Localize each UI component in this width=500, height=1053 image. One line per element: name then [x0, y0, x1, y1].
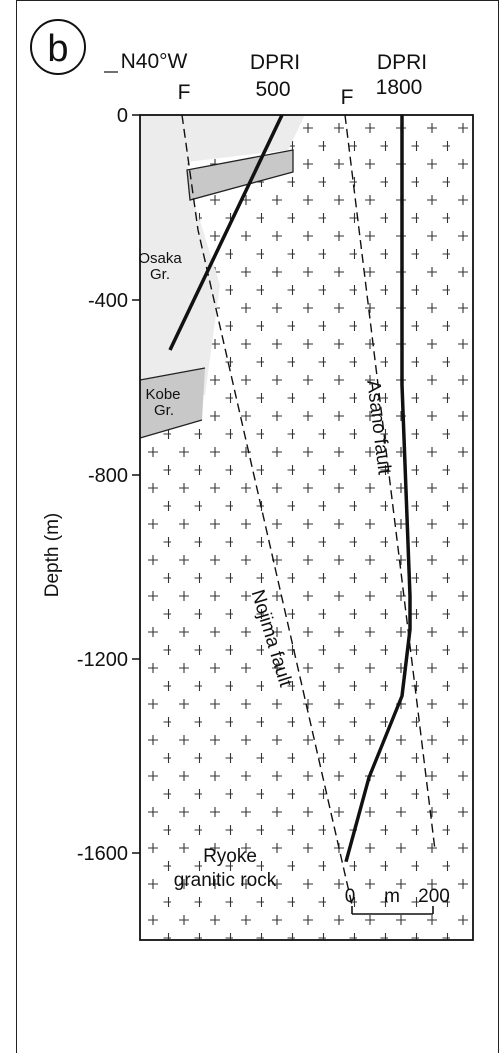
sediment-dark-wedge [186, 149, 294, 201]
scale-bar-end: 200 [418, 886, 450, 907]
y-axis [132, 114, 140, 854]
y-tick-1200: -1200 [77, 649, 128, 671]
borehole-1800-name: DPRI [377, 51, 427, 74]
panel-label-circle [30, 19, 86, 75]
nojima-fault-trace [181, 114, 353, 906]
ryoke-label-2: granitic rock [174, 870, 277, 891]
y-tick-1600: -1600 [77, 843, 128, 865]
sediment-upper [140, 115, 305, 205]
kobe-label-2: Gr. [154, 402, 174, 419]
figure-frame [16, 0, 499, 1053]
osaka-label-2: Gr. [150, 266, 170, 283]
borehole-1800-depth: 1800 [376, 76, 423, 99]
kobe-base-contact [139, 419, 203, 439]
kobe-group-body [140, 368, 205, 438]
asano-fault-trace [344, 114, 436, 851]
y-tick-800: -800 [88, 465, 128, 487]
fault-mark-asano: F [341, 86, 354, 109]
borehole-500-trace [168, 114, 284, 351]
y-axis-label: Depth (m) [42, 513, 63, 597]
section-frame [139, 114, 474, 941]
ryoke-label-1: Ryoke [203, 846, 257, 867]
fault-mark-nojima: F [178, 81, 191, 104]
borehole-500-depth: 500 [255, 78, 290, 101]
kobe-label-1: Kobe [145, 386, 180, 403]
y-tick-400: -400 [88, 290, 128, 312]
scale-bar-start: 0 [345, 886, 356, 907]
osaka-label-1: Osaka [138, 250, 182, 267]
borehole-500-name: DPRI [250, 51, 300, 74]
borehole-1800-trace [344, 115, 412, 863]
scale-bar-unit: m [384, 886, 400, 907]
osaka-group-body [140, 205, 220, 395]
orientation-label: N40°W [121, 50, 188, 73]
kobe-top-contact [139, 367, 206, 381]
panel-label: b [47, 28, 68, 70]
y-tick-0: 0 [117, 105, 128, 127]
